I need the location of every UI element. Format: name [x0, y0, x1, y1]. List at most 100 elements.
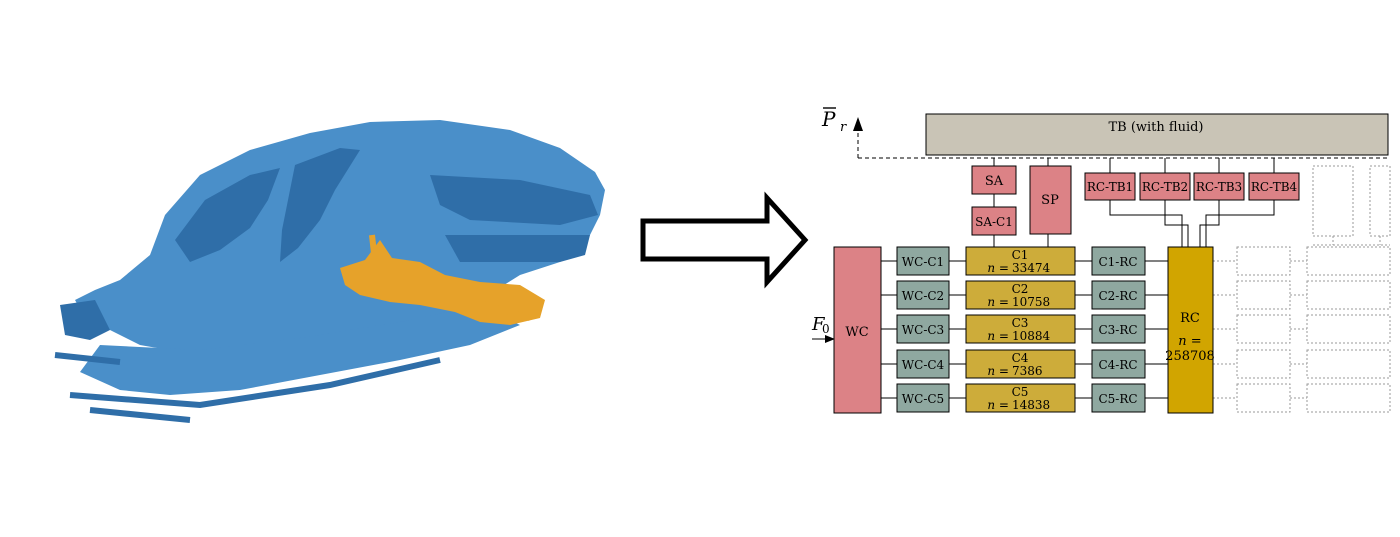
ghost-box-top-1 [1312, 165, 1354, 237]
ghost-box-wide-row-2 [1306, 280, 1391, 310]
link-rctb3-rc [1199, 200, 1220, 247]
link-rctb2-rc [1164, 200, 1189, 247]
rc-tb-box-3 [1193, 172, 1245, 201]
c-box-2 [965, 280, 1076, 310]
sp-label: SP [1041, 193, 1059, 208]
rc-box [1167, 246, 1214, 414]
ghost-box-wide-row-5 [1306, 383, 1391, 413]
car-rail-1 [69, 357, 441, 409]
ghost-box-wide-row-1 [1306, 246, 1391, 276]
tb-label: TB (with fluid) [1108, 120, 1203, 135]
input-arrowhead [825, 335, 835, 343]
car-suspension [340, 240, 545, 325]
car-rail-3 [54, 352, 121, 365]
ghost-box-wide-row-4 [1306, 349, 1391, 379]
rc-tb-label-4: RC-TB4 [1251, 180, 1298, 194]
rc-label: RC [1180, 311, 1200, 326]
c-n-label-4: n = [987, 364, 1009, 378]
ghost-box-row-4 [1236, 349, 1291, 379]
wc-c-label-1: WC-C1 [902, 255, 944, 269]
c-rc-label-1: C1-RC [1098, 255, 1137, 269]
wc-c-box-5 [896, 383, 950, 413]
ghost-box-row-1 [1236, 246, 1291, 276]
car-window-front [175, 168, 280, 262]
car-rail-2 [89, 407, 191, 423]
ghost-box-wide-row-3 [1306, 314, 1391, 344]
rc-tb-label-1: RC-TB1 [1087, 180, 1133, 194]
c-rc-label-2: C2-RC [1098, 289, 1137, 303]
car-window-rear [280, 148, 360, 262]
ghost-structure [1312, 165, 1391, 246]
right-arrow-icon [640, 191, 809, 289]
rc-tb-label-3: RC-TB3 [1196, 180, 1242, 194]
c-rc-label-5: C5-RC [1098, 392, 1137, 406]
c-label-1: C1 [1012, 248, 1029, 262]
link-rctb1-rc [1109, 200, 1183, 247]
ghost-rows [1213, 246, 1391, 413]
c-box-4 [965, 349, 1076, 379]
c-n-label-3: n = [987, 329, 1009, 343]
sa-c1-label: SA-C1 [975, 215, 1013, 229]
input-symbol: F [811, 314, 826, 335]
wc-c-box-2 [896, 280, 950, 310]
rc-n-value: 258708 [1165, 349, 1215, 364]
sa-c1-box [971, 206, 1017, 236]
wc-c-label-3: WC-C3 [902, 323, 944, 337]
c-box-5 [965, 383, 1076, 413]
wc-c-box-1 [896, 246, 950, 276]
c-rc-box-3 [1091, 314, 1146, 344]
sp-box [1029, 165, 1072, 235]
sa-label: SA [985, 174, 1004, 189]
c-label-5: C5 [1012, 385, 1029, 399]
wc-c-box-3 [896, 314, 950, 344]
c-box-1 [965, 246, 1076, 276]
c-n-value-3: 10884 [1012, 329, 1051, 343]
rc-tb-box-2 [1139, 172, 1191, 201]
wc-box [833, 246, 882, 414]
car-front-struts [60, 300, 110, 340]
ghost-box-top-2 [1369, 165, 1391, 237]
c-rc-box-2 [1091, 280, 1146, 310]
c-rc-label-3: C3-RC [1098, 323, 1137, 337]
c-n-label-5: n = [987, 398, 1009, 412]
output-arrowhead [853, 117, 863, 131]
wc-c-label-4: WC-C4 [902, 358, 945, 372]
rc-tb-box-4 [1248, 172, 1300, 201]
output-subscript: r [840, 120, 847, 135]
car-suspension-arm [469, 297, 531, 321]
c-n-value-1: 33474 [1012, 261, 1051, 275]
wc-c-box-4 [896, 349, 950, 379]
car-suspension-link [369, 234, 381, 291]
rc-tb-label-2: RC-TB2 [1142, 180, 1188, 194]
wc-c-label-5: WC-C5 [902, 392, 944, 406]
ghost-box-row-5 [1236, 383, 1291, 413]
c-rc-box-5 [1091, 383, 1146, 413]
car-floor [80, 305, 520, 395]
ghost-link-top [1313, 236, 1390, 246]
ghost-box-row-2 [1236, 280, 1291, 310]
sa-box [971, 165, 1017, 195]
c-n-value-4: 7386 [1012, 364, 1043, 378]
input-subscript: 0 [822, 322, 830, 336]
link-rctb4-rc [1205, 200, 1275, 247]
rc-tb-box-1 [1084, 172, 1136, 201]
c-label-4: C4 [1012, 351, 1029, 365]
c-rc-box-4 [1091, 349, 1146, 379]
c-n-label-1: n = [987, 261, 1009, 275]
c-rc-label-4: C4-RC [1098, 358, 1137, 372]
wc-label: WC [845, 325, 868, 340]
rc-tb-nodes: RC-TB1 RC-TB2 RC-TB3 RC-TB4 [1084, 172, 1300, 201]
model-diagram: TB (with fluid) P r F 0 SA SA-C1 SP RC-T… [811, 107, 1391, 414]
wc-c-label-2: WC-C2 [902, 289, 944, 303]
c-label-2: C2 [1012, 282, 1029, 296]
car-rear-bumper [445, 235, 590, 262]
c-box-3 [965, 314, 1076, 344]
output-symbol: P [821, 107, 836, 131]
rc-n-label: n = [1178, 334, 1201, 349]
c-n-value-2: 10758 [1012, 295, 1050, 309]
car-rear-hatch [430, 175, 598, 225]
ghost-box-row-3 [1236, 314, 1291, 344]
c-rc-box-1 [1091, 246, 1146, 276]
